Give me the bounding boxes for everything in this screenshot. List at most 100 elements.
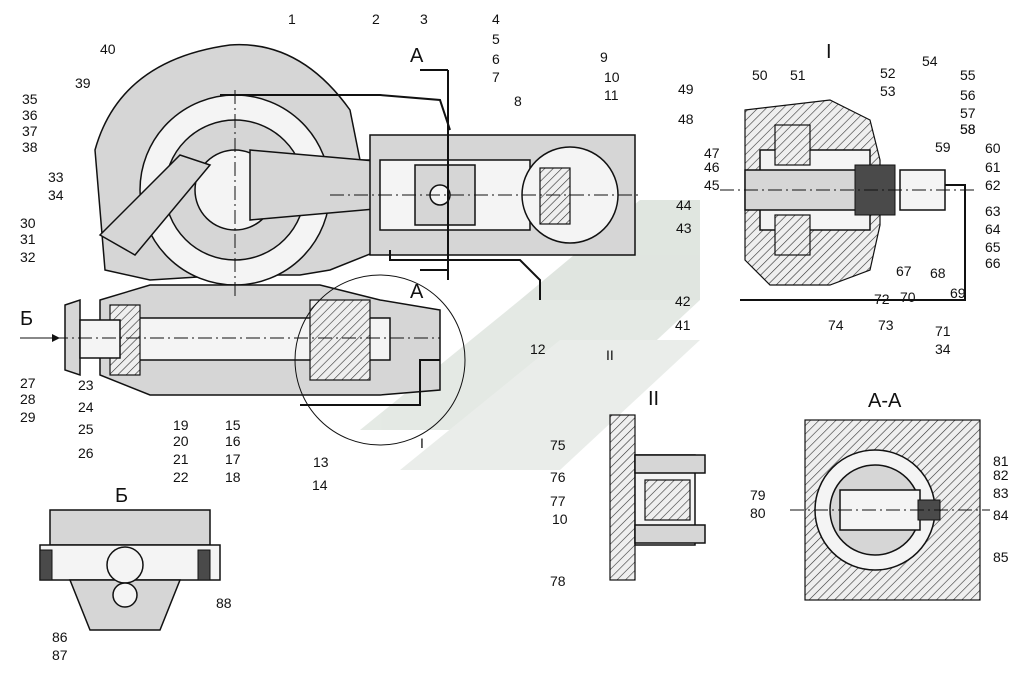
callout-63: 63: [985, 203, 1001, 219]
marker-a-bottom: А: [410, 281, 424, 303]
callout-21: 21: [173, 451, 189, 467]
callout-extra-1: 34: [935, 341, 951, 357]
callout-27: 27: [20, 375, 36, 391]
callout-38: 38: [22, 139, 38, 155]
callout-28: 28: [20, 391, 36, 407]
callout-11: 11: [604, 87, 619, 103]
callout-58: 58: [960, 121, 976, 137]
lever-arm: [98, 154, 212, 256]
callout-45: 45: [704, 177, 720, 193]
detail-ii-plate: [609, 414, 636, 581]
detail-i-bearing-b: [774, 214, 811, 256]
callout-57: 57: [960, 105, 976, 121]
callout-67: 67: [896, 263, 912, 279]
detail-ii-bolt-top: [634, 454, 706, 474]
callout-59: 59: [935, 139, 951, 155]
view-b-title: Б: [115, 485, 128, 507]
callout-88: 88: [216, 595, 232, 611]
callout-42: 42: [675, 293, 691, 309]
arrow-b-label: Б: [20, 308, 33, 330]
callout-78: 78: [550, 573, 566, 589]
callout-53: 53: [880, 83, 896, 99]
callout-72: 72: [874, 291, 890, 307]
callout-13: 13: [313, 454, 329, 470]
callout-70: 70: [900, 289, 916, 305]
callout-84: 84: [993, 507, 1009, 523]
callout-52: 52: [880, 65, 896, 81]
callout-75: 75: [550, 437, 566, 453]
callout-extra-3: I: [420, 435, 424, 451]
callout-32: 32: [20, 249, 36, 265]
callout-66: 66: [985, 255, 1001, 271]
callout-82: 82: [993, 467, 1009, 483]
callout-44: 44: [676, 197, 692, 213]
callout-17: 17: [225, 451, 241, 467]
view-b-top: [49, 509, 211, 546]
callout-5: 5: [492, 31, 500, 47]
callout-1: 1: [288, 11, 296, 27]
callout-extra-4: II: [606, 347, 614, 363]
view-b-flange: [106, 546, 144, 584]
callout-3: 3: [420, 11, 428, 27]
callout-8: 8: [514, 93, 522, 109]
callout-14: 14: [312, 477, 328, 493]
flange-neck: [79, 319, 121, 359]
callout-79: 79: [750, 487, 766, 503]
callout-2: 2: [372, 11, 380, 27]
callout-54: 54: [922, 53, 938, 69]
oil-line-lower: [300, 359, 440, 406]
callout-85: 85: [993, 549, 1009, 565]
callout-7: 7: [492, 69, 500, 85]
callout-24: 24: [78, 399, 94, 415]
callout-15: 15: [225, 417, 241, 433]
callout-34: 34: [48, 187, 64, 203]
callout-62: 62: [985, 177, 1001, 193]
callout-36: 36: [22, 107, 38, 123]
section-aa: [790, 419, 990, 601]
callout-77: 77: [550, 493, 566, 509]
callout-73: 73: [878, 317, 894, 333]
callout-50: 50: [752, 67, 768, 83]
callout-29: 29: [20, 409, 36, 425]
callout-68: 68: [930, 265, 946, 281]
callout-43: 43: [676, 220, 692, 236]
callout-65: 65: [985, 239, 1001, 255]
callout-49: 49: [678, 81, 694, 97]
detail-ii-title: II: [648, 388, 659, 410]
callout-64: 64: [985, 221, 1001, 237]
marker-a-top: А: [410, 45, 424, 67]
detail-ii-bolt-bottom: [634, 524, 706, 544]
oil-line-top: [220, 94, 451, 131]
callout-39: 39: [75, 75, 91, 91]
callout-87: 87: [52, 647, 68, 663]
detail-ii-insert: [644, 479, 691, 521]
callout-26: 26: [78, 445, 94, 461]
callout-40: 40: [100, 41, 116, 57]
callout-4: 4: [492, 11, 500, 27]
detail-i: [720, 99, 975, 301]
callout-69: 69: [950, 285, 966, 301]
callout-extra-2: 58: [960, 121, 976, 137]
callout-6: 6: [492, 51, 500, 67]
callout-60: 60: [985, 140, 1001, 156]
callout-30: 30: [20, 215, 36, 231]
callout-48: 48: [678, 111, 694, 127]
callout-25: 25: [78, 421, 94, 437]
callout-23: 23: [78, 377, 94, 393]
callout-12: 12: [530, 341, 546, 357]
section-aa-title: А-А: [868, 390, 902, 412]
callout-80: 80: [750, 505, 766, 521]
detail-i-circle: [294, 274, 466, 446]
callout-16: 16: [225, 433, 241, 449]
oil-line-upper: [389, 250, 541, 300]
callout-55: 55: [960, 67, 976, 83]
callout-74: 74: [828, 317, 844, 333]
callout-extra-0: 10: [552, 511, 568, 527]
plunger-plate: [539, 167, 571, 225]
view-b-foot-l: [39, 549, 53, 581]
callout-20: 20: [173, 433, 189, 449]
callout-86: 86: [52, 629, 68, 645]
main-assembly: [20, 43, 640, 446]
